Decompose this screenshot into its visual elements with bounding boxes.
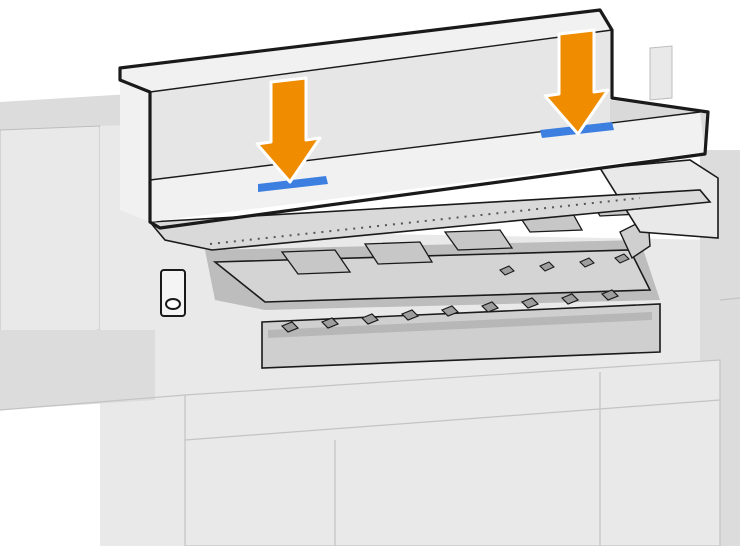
tray-roller — [614, 253, 630, 264]
tray-panel — [363, 241, 434, 265]
lock-hole — [165, 298, 181, 310]
body-seam-left — [0, 394, 186, 411]
body-bottom-panel — [184, 359, 721, 546]
tray-panel — [443, 229, 514, 251]
tray-roller — [560, 293, 580, 305]
tray-roller — [600, 289, 620, 301]
cover-shelf-crease — [159, 153, 706, 229]
tray-roller — [440, 305, 460, 317]
tray-roller — [400, 309, 420, 321]
cover-ledge — [150, 112, 705, 222]
tray-roller — [539, 261, 555, 272]
body-right-top — [649, 45, 673, 101]
tray-roller — [579, 257, 595, 268]
lock-slot — [160, 269, 186, 317]
tray-roller — [360, 313, 380, 325]
tray-roller — [499, 265, 515, 276]
output-tray — [205, 197, 661, 369]
left-press-arrow-icon — [255, 76, 322, 184]
left-press-marker — [258, 176, 328, 192]
tray-rollers — [280, 289, 620, 333]
tray-roller — [480, 301, 500, 313]
output-cover — [118, 8, 712, 251]
body-lower-step — [0, 330, 155, 410]
tray-panel — [280, 249, 352, 275]
cover-left-cap — [120, 68, 150, 222]
tray-roller — [320, 317, 340, 329]
tray-roller — [280, 321, 300, 333]
tray-upper-rollers — [499, 253, 630, 276]
body-seam-right — [719, 297, 740, 301]
tray-roller — [520, 297, 540, 309]
body-panel-line-3 — [184, 399, 721, 441]
tray-lower-back — [268, 312, 652, 338]
cover-ruler — [209, 197, 641, 245]
cover-top-crease — [149, 29, 613, 93]
press-arrows — [255, 28, 610, 184]
right-press-arrow-icon — [543, 28, 610, 136]
cover-top — [120, 10, 612, 92]
body-left-panel — [0, 125, 101, 341]
